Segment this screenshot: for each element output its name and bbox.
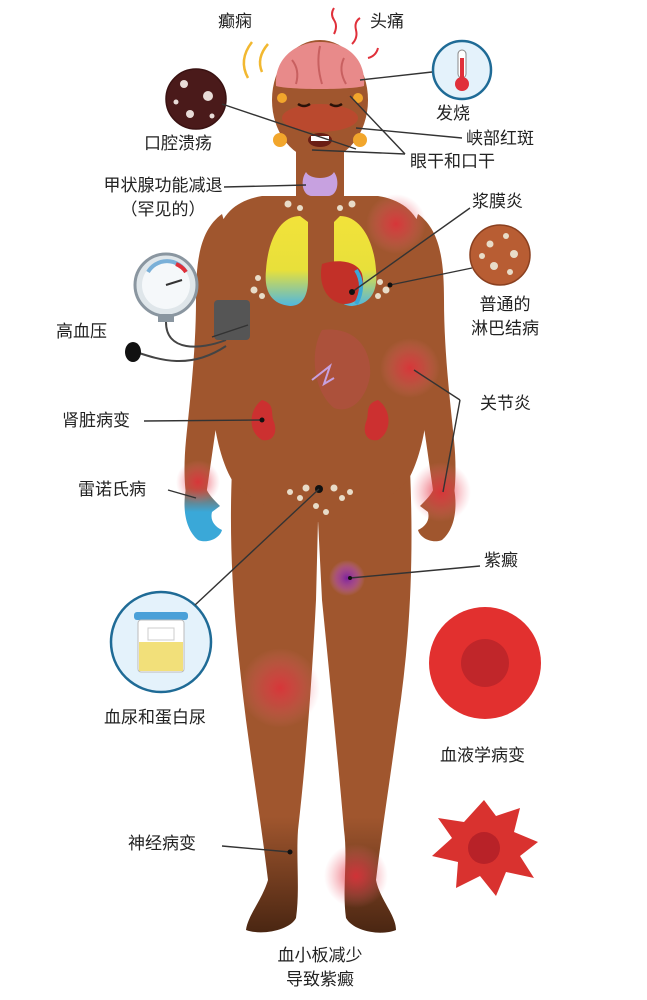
- label-fever: 发烧: [436, 104, 470, 124]
- label-oral-ulcer: 口腔溃疡: [144, 134, 212, 154]
- label-hypertension: 高血压: [56, 322, 107, 342]
- label-hypothyroidism-line1: 甲状腺功能减退: [103, 176, 223, 196]
- label-lymphadenopathy: 普通的 淋巴结病: [450, 293, 560, 341]
- bp-cuff: [214, 300, 250, 340]
- label-raynaud: 雷诺氏病: [78, 480, 146, 500]
- label-dry-eyes-mouth: 眼干和口干: [410, 152, 495, 172]
- malar-rash: [282, 104, 358, 132]
- blood-pressure-gauge-icon: [125, 252, 250, 363]
- label-headache: 头痛: [370, 12, 404, 32]
- label-thrombocytopenia: 血小板减少 导致紫癜: [250, 944, 390, 992]
- label-lymph-line2: 淋巴结病: [471, 319, 539, 339]
- label-arthritis: 关节炎: [480, 394, 531, 414]
- label-purpura: 紫癜: [484, 551, 518, 571]
- label-hypothyroidism: 甲状腺功能减退 （罕见的）: [88, 174, 238, 222]
- label-hematologic: 血液学病变: [440, 746, 525, 766]
- label-hematuria: 血尿和蛋白尿: [104, 708, 206, 728]
- label-thrombo-line1: 血小板减少: [277, 946, 363, 966]
- label-serositis: 浆膜炎: [472, 192, 523, 212]
- right-kidney: [364, 400, 389, 441]
- inflammation-glows: [176, 194, 471, 908]
- label-nephropathy: 肾脏病变: [62, 411, 130, 431]
- label-thrombo-line2: 导致紫癜: [286, 970, 354, 990]
- label-malar-rash: 峡部红斑: [466, 129, 534, 149]
- lymph-dots: [250, 200, 390, 515]
- platelet-icon: [432, 800, 538, 896]
- lymph-node-icon: [469, 224, 531, 286]
- label-epilepsy: 癫痫: [218, 12, 252, 32]
- headache-marks: [331, 7, 379, 59]
- label-lymph-line1: 普通的: [479, 295, 531, 315]
- oral-ulcer-icon: [165, 68, 227, 130]
- label-hypothyroidism-line2: （罕见的）: [120, 200, 206, 220]
- label-neuropathy: 神经病变: [128, 834, 196, 854]
- thyroid: [302, 172, 338, 196]
- fever-thermometer-icon: [431, 39, 493, 101]
- red-blood-cell-icon: [429, 607, 541, 719]
- abdominal-organ: [314, 329, 371, 410]
- left-lung: [265, 216, 308, 306]
- leader-lines: [143, 71, 481, 853]
- body-figure: [184, 40, 456, 933]
- urine-sample-icon: [109, 590, 213, 694]
- epilepsy-marks: [242, 41, 269, 79]
